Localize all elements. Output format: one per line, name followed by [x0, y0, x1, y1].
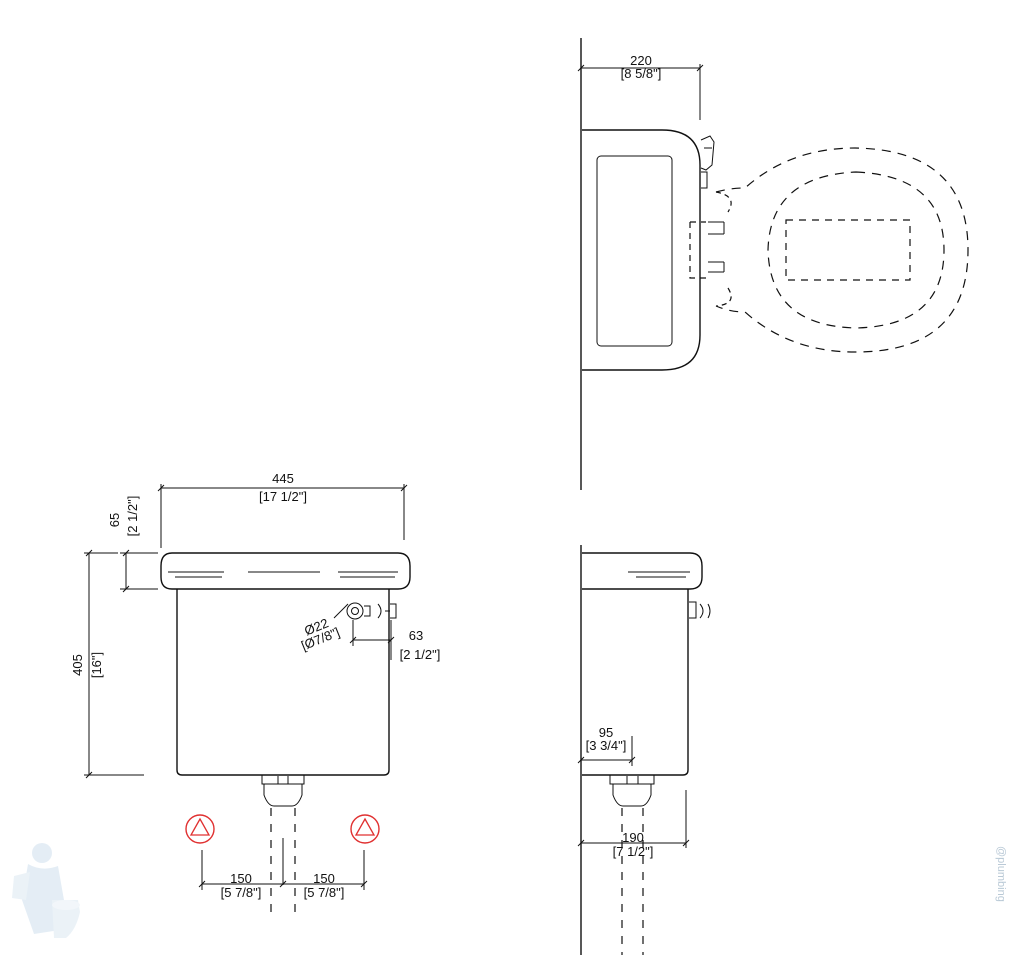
depth-inch: [7 1/2"]: [613, 844, 654, 859]
lid-height-dimension: 65 [2 1/2"]: [107, 496, 158, 593]
lid-height-inch: [2 1/2"]: [125, 496, 140, 537]
right-fixing-inch: [5 7/8"]: [304, 885, 345, 900]
inlet-offset-inch: [2 1/2"]: [400, 647, 441, 662]
top-projection-inch: [8 5/8"]: [621, 66, 662, 81]
height-dimension: 405 [16"]: [70, 549, 144, 779]
left-fixing-mm: 150: [230, 871, 252, 886]
side-view: [582, 552, 711, 955]
top-projection-dimension: 220 [8 5/8"]: [577, 53, 704, 120]
inlet-offset-mm: 63: [409, 628, 423, 643]
left-fixing-marker: [185, 814, 215, 844]
outlet-offset-mm: 95: [599, 725, 613, 740]
height-mm: 405: [70, 654, 85, 676]
right-fixing-mm: 150: [313, 871, 335, 886]
inlet-offset-dimension: 63 [2 1/2"]: [349, 620, 441, 662]
right-fixing-marker: [350, 814, 380, 844]
height-inch: [16"]: [89, 652, 104, 678]
front-view: [160, 552, 411, 920]
width-dimension: 445 [17 1/2"]: [157, 471, 408, 548]
watermark-text: @plumbing: [995, 846, 1007, 902]
outlet-offset-dimension: 95 [3 3/4"]: [577, 725, 636, 766]
left-fixing-inch: [5 7/8"]: [221, 885, 262, 900]
top-projection-mm: 220: [630, 53, 652, 68]
lid-height-mm: 65: [107, 513, 122, 527]
width-inch: [17 1/2"]: [259, 489, 307, 504]
triangle-in-circle-icon: [185, 814, 215, 844]
inlet-diameter-label: Ø22 [Ø7/8"]: [299, 615, 342, 653]
plumber-mascot-icon: [12, 843, 80, 938]
depth-mm: 190: [622, 830, 644, 845]
top-view: [582, 129, 969, 371]
triangle-in-circle-icon: [350, 814, 380, 844]
depth-dimension: 190 [7 1/2"]: [577, 790, 690, 859]
outlet-offset-inch: [3 3/4"]: [586, 738, 627, 753]
width-mm: 445: [272, 471, 294, 486]
fixing-dimensions: 150 [5 7/8"] 150 [5 7/8"]: [198, 850, 368, 900]
